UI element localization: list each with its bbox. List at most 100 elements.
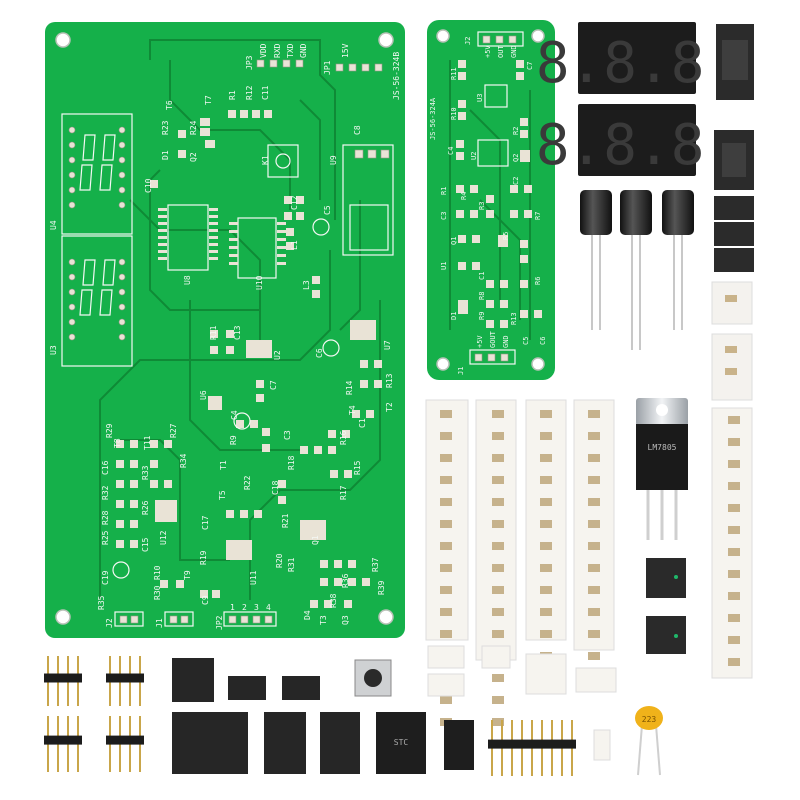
small-silk-j1: J1 [457,367,465,375]
ceramic-cap-marking: 223 [642,715,657,724]
silk-r39: R39 [377,580,386,595]
smd-chip [440,696,452,704]
silk-j2: J2 [105,618,114,628]
smd-chip [588,652,600,660]
silk-r30: R30 [153,585,162,600]
silk-t4: T4 [348,405,357,415]
smd-chip [588,520,600,528]
header-body [44,735,82,745]
smd-chip [492,718,504,726]
silk-c6: C6 [315,348,324,358]
smd-chip [492,564,504,572]
silk-r22: R22 [243,475,252,490]
header-body [106,673,144,683]
smd-chip [728,460,740,468]
silk-jp3: JP3 [245,55,254,70]
silk-jp2-pin4: 4 [266,603,271,612]
silk-c5: C5 [323,205,332,215]
silk-r14: R14 [345,380,354,395]
silk-c7: C7 [269,380,278,390]
small-silk-c6: C6 [539,337,547,345]
smd-chip [588,410,600,418]
silk-r29: R29 [105,423,114,438]
silk-gnd-top: GND [299,43,308,58]
silk-r20: R20 [275,553,284,568]
display-1-digits: 8.8.8. [536,31,738,96]
smd-chip [588,564,600,572]
smd-chip [440,454,452,462]
silk-jp2-pin3: 3 [254,603,259,612]
electrolytic-capacitor [580,190,612,330]
silk-r24: R24 [189,120,198,135]
silk-c9: C9 [201,595,210,605]
ic-in-tape [714,130,754,190]
silk-r32: R32 [101,485,110,500]
pin-headers [44,656,576,776]
small-silk-out-top: OUT [497,45,505,58]
header-body [106,735,144,745]
small-silk-r8: R8 [478,292,486,300]
silk-d4: D4 [303,610,312,620]
silk-t6: T6 [165,100,174,110]
smd-chip [588,498,600,506]
silk-r36: R36 [341,573,350,588]
smd-chip [540,586,552,594]
silk-u10: U10 [255,275,264,290]
silk-r13: R13 [385,373,394,388]
silk-k1: K1 [261,155,270,165]
silk-c1: C1 [358,418,367,428]
smd-chip [492,520,504,528]
smd-chip [440,564,452,572]
silk-jp2-pin2: 2 [242,603,247,612]
silk-r21: R21 [281,513,290,528]
small-silk-c2: C2 [512,177,520,185]
silk-u2: U2 [273,350,282,360]
silk-u7: U7 [383,340,392,350]
silk-rxd: RXD [273,43,282,58]
silk-r25: R25 [101,530,110,545]
silk-q1: Q1 [311,535,320,545]
silk-u4: U4 [49,220,58,230]
small-silk-r13: R13 [510,312,518,325]
silk-vdd: VDD [259,43,268,58]
silk-r27: R27 [169,423,178,438]
silk-u12: U12 [159,530,168,545]
silk-c4: C4 [230,410,239,420]
small-silk-q2: Q2 [512,154,520,162]
silk-r35: R35 [97,595,106,610]
silk-t2: T2 [385,402,394,412]
silk-t3: T3 [319,615,328,625]
small-silk-5v-bottom: +5V [476,335,484,348]
silk-15v: 15V [341,43,350,58]
silk-r10: R10 [153,565,162,580]
smd-chip [728,658,740,666]
smd-chip [588,542,600,550]
small-silk-r2: R2 [512,127,520,135]
smd-chip [540,564,552,572]
seven-segment-display-2: 8.8.8. [536,104,738,178]
small-silk-u1: U1 [440,262,448,270]
silk-c11: C11 [261,85,270,100]
smd-chip [440,410,452,418]
smd-chip [588,586,600,594]
smd-chip [728,570,740,578]
small-silk-5v-top: +5V [484,45,492,58]
smd-chip [440,432,452,440]
seven-segment-display-1: 8.8.8. [536,22,738,96]
smd-chip [492,454,504,462]
silk-j1: J1 [155,618,164,628]
display-2-digits: 8.8.8. [536,113,738,178]
silk-r23: R23 [161,120,170,135]
silk-c13: C13 [233,325,242,340]
silk-c18: C18 [271,480,280,495]
small-silk-c4: C4 [447,147,455,155]
smd-chip [728,526,740,534]
smd-chip [728,636,740,644]
small-silk-r3: R3 [478,202,486,210]
smd-tape [427,645,617,761]
small-silk-r9: R9 [478,312,486,320]
small-silk-c5: C5 [522,337,530,345]
smd-chip [492,432,504,440]
small-silk-gout: GOUT [489,330,497,348]
ceramic-capacitor: 223 [635,706,663,776]
